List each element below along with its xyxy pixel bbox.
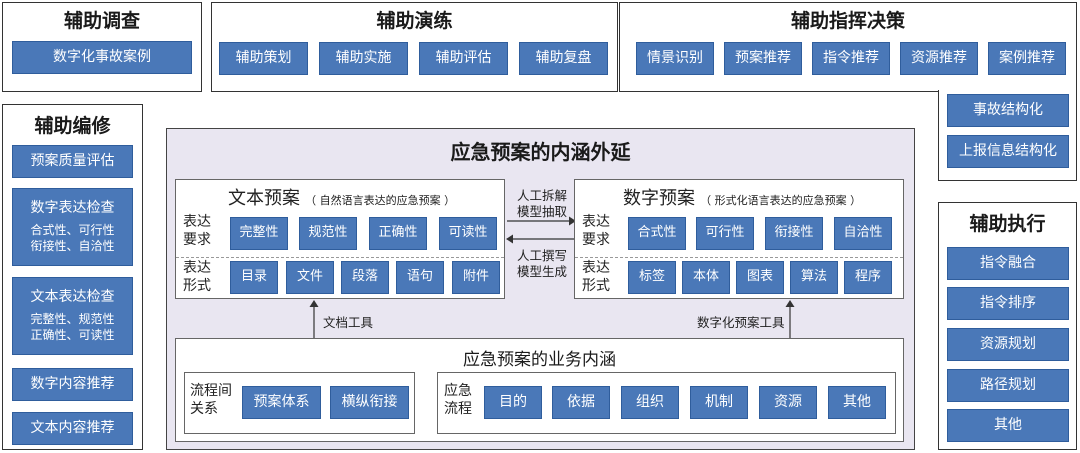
command-extra-0[interactable]: 事故结构化 [947,94,1069,127]
investigation-item-0[interactable]: 数字化事故案例 [12,41,192,74]
text-plan-box: 文本预案 （ 自然语言表达的应急预案 ） 表达 要求 完整性 规范性 正确性 可… [175,179,505,299]
left-tool-label: 文档工具 [323,315,374,330]
arrow-left-icon [506,234,575,244]
text-form-1[interactable]: 文件 [286,261,334,294]
execution-title: 辅助执行 [969,213,1046,235]
command-item-3[interactable]: 资源推荐 [900,42,978,75]
editing-item-2[interactable]: 文本表达检查 完整性、规范性 正确性、可读性 [12,277,133,355]
flow-label: 应急 流程 [444,383,472,417]
drill-item-0[interactable]: 辅助策划 [219,42,308,75]
text-plan-divider [176,257,504,258]
editing-item-1-title: 数字表达检查 [30,199,115,216]
drill-item-2[interactable]: 辅助评估 [419,42,508,75]
digital-form-0[interactable]: 标签 [628,261,676,294]
drill-panel: 辅助演练 辅助策划 辅助实施 辅助评估 辅助复盘 [211,2,618,92]
drill-item-1[interactable]: 辅助实施 [319,42,408,75]
text-plan-subtitle: （ 自然语言表达的应急预案 ） [305,194,456,207]
command-extra-panel: 事故结构化 上报信息结构化 [938,90,1077,181]
process-rel-box: 流程间 关系 预案体系 横纵衔接 [184,372,415,434]
flow-4[interactable]: 资源 [759,386,817,419]
text-plan-title: 文本预案 [228,188,300,209]
process-rel-label: 流程间 关系 [190,383,232,417]
investigation-title: 辅助调查 [63,10,140,32]
center-title: 应急预案的内涵外延 [450,140,631,164]
digital-req-3[interactable]: 自洽性 [834,217,892,250]
flow-5[interactable]: 其他 [828,386,886,419]
process-rel-1[interactable]: 横纵衔接 [330,386,409,419]
arrow-left-label: 人工撰写 模型生成 [516,248,567,280]
digital-plan-subtitle: （ 形式化语言表达的应急预案 ） [700,194,862,207]
flow-2[interactable]: 组织 [621,386,679,419]
execution-item-1[interactable]: 指令排序 [947,287,1069,320]
text-plan-req-label: 表达 要求 [183,214,211,248]
command-panel: 辅助指挥决策 情景识别 预案推荐 指令推荐 资源推荐 案例推荐 [619,2,1077,92]
editing-item-2-sub: 完整性、规范性 正确性、可读性 [30,312,115,342]
left-tool-arrow-icon [309,300,319,339]
editing-item-2-title: 文本表达检查 [30,288,115,305]
center-panel: 应急预案的内涵外延 文本预案 （ 自然语言表达的应急预案 ） 表达 要求 完整性… [166,128,915,450]
text-req-2[interactable]: 正确性 [369,217,427,250]
execution-item-4[interactable]: 其他 [947,409,1069,442]
editing-title: 辅助编修 [34,115,111,137]
command-item-2[interactable]: 指令推荐 [812,42,890,75]
editing-panel: 辅助编修 预案质量评估 数字表达检查 合式性、可行性 衔接性、自洽性 文本表达检… [2,104,143,450]
digital-form-2[interactable]: 图表 [736,261,784,294]
digital-plan-header: 数字预案 （ 形式化语言表达的应急预案 ） [623,184,861,210]
command-extra-1[interactable]: 上报信息结构化 [947,135,1069,168]
text-form-3[interactable]: 语句 [396,261,444,294]
right-tool-arrow-icon [785,300,795,339]
editing-item-1[interactable]: 数字表达检查 合式性、可行性 衔接性、自洽性 [12,188,133,266]
execution-item-2[interactable]: 资源规划 [947,328,1069,361]
right-tool-label: 数字化预案工具 [697,315,785,330]
text-req-1[interactable]: 规范性 [299,217,357,250]
digital-plan-form-label: 表达 形式 [582,260,610,294]
command-item-1[interactable]: 预案推荐 [724,42,802,75]
command-item-0[interactable]: 情景识别 [636,42,714,75]
text-req-0[interactable]: 完整性 [230,217,288,250]
arrow-right-label: 人工拆解 模型抽取 [516,188,567,220]
editing-item-1-sub: 合式性、可行性 衔接性、自洽性 [30,223,115,253]
arrow-right-icon [507,216,576,226]
text-req-3[interactable]: 可读性 [439,217,497,250]
business-title: 应急预案的业务内涵 [463,350,616,370]
digital-req-2[interactable]: 衔接性 [765,217,823,250]
drill-title: 辅助演练 [376,10,453,32]
text-plan-form-label: 表达 形式 [183,260,211,294]
digital-plan-title: 数字预案 [623,188,695,209]
command-title: 辅助指挥决策 [790,10,905,32]
digital-req-1[interactable]: 可行性 [696,217,754,250]
execution-item-0[interactable]: 指令融合 [947,247,1069,280]
business-box: 应急预案的业务内涵 流程间 关系 预案体系 横纵衔接 应急 流程 目的 依据 组… [175,338,904,442]
digital-form-3[interactable]: 算法 [790,261,838,294]
editing-item-3[interactable]: 数字内容推荐 [12,368,133,401]
editing-item-4[interactable]: 文本内容推荐 [12,412,133,445]
digital-form-4[interactable]: 程序 [844,261,892,294]
digital-plan-divider [575,257,903,258]
investigation-panel: 辅助调查 数字化事故案例 [2,2,202,92]
text-form-4[interactable]: 附件 [452,261,500,294]
execution-panel: 辅助执行 指令融合 指令排序 资源规划 路径规划 其他 [938,202,1077,450]
process-rel-0[interactable]: 预案体系 [242,386,321,419]
flow-box: 应急 流程 目的 依据 组织 机制 资源 其他 [437,372,896,434]
execution-item-3[interactable]: 路径规划 [947,369,1069,402]
text-form-2[interactable]: 段落 [341,261,389,294]
flow-0[interactable]: 目的 [484,386,542,419]
digital-req-0[interactable]: 合式性 [628,217,686,250]
editing-item-0[interactable]: 预案质量评估 [12,145,133,178]
flow-1[interactable]: 依据 [552,386,610,419]
digital-plan-req-label: 表达 要求 [582,214,610,248]
text-form-0[interactable]: 目录 [230,261,278,294]
command-item-4[interactable]: 案例推荐 [988,42,1066,75]
drill-item-3[interactable]: 辅助复盘 [519,42,608,75]
digital-plan-box: 数字预案 （ 形式化语言表达的应急预案 ） 表达 要求 合式性 可行性 衔接性 … [574,179,904,299]
digital-form-1[interactable]: 本体 [682,261,730,294]
flow-3[interactable]: 机制 [690,386,748,419]
text-plan-header: 文本预案 （ 自然语言表达的应急预案 ） [228,184,455,210]
